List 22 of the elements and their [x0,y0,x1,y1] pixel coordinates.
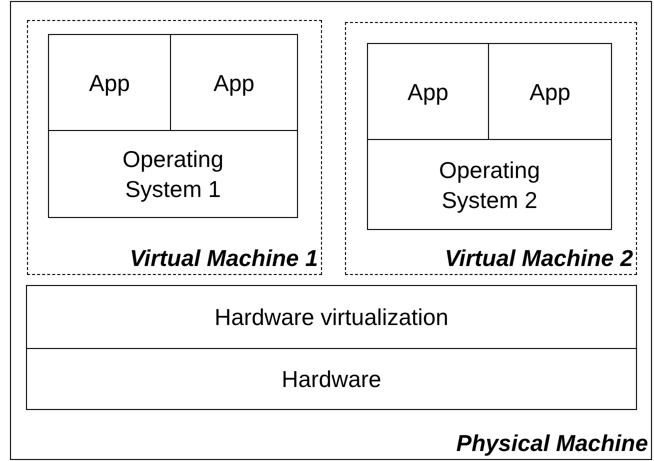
layer-box [26,348,637,410]
layer-box [26,285,637,349]
layer-label: Operating System 1 [121,145,224,204]
machine-frame [10,1,652,460]
layer-label: App [530,78,570,106]
layer-box [367,43,489,140]
layer-label: App [408,78,448,106]
layer-box [48,130,298,218]
layer-box [170,34,298,131]
layer-box [367,139,612,230]
layer-label: App [214,68,254,98]
layer-label: App [89,68,130,98]
vm-label: Virtual Machine 2 [444,244,633,272]
layer-label: Operating System 2 [438,156,541,214]
virtual-machine-frame [27,20,322,275]
layer-box [488,43,612,140]
layer-label: Hardware [282,365,382,394]
layer-box [48,34,171,131]
machine-label: Physical Machine [456,429,648,457]
layer-label: Hardware virtualization [214,303,448,332]
vm-label: Virtual Machine 1 [130,244,318,272]
virtual-machine-frame [345,22,637,275]
